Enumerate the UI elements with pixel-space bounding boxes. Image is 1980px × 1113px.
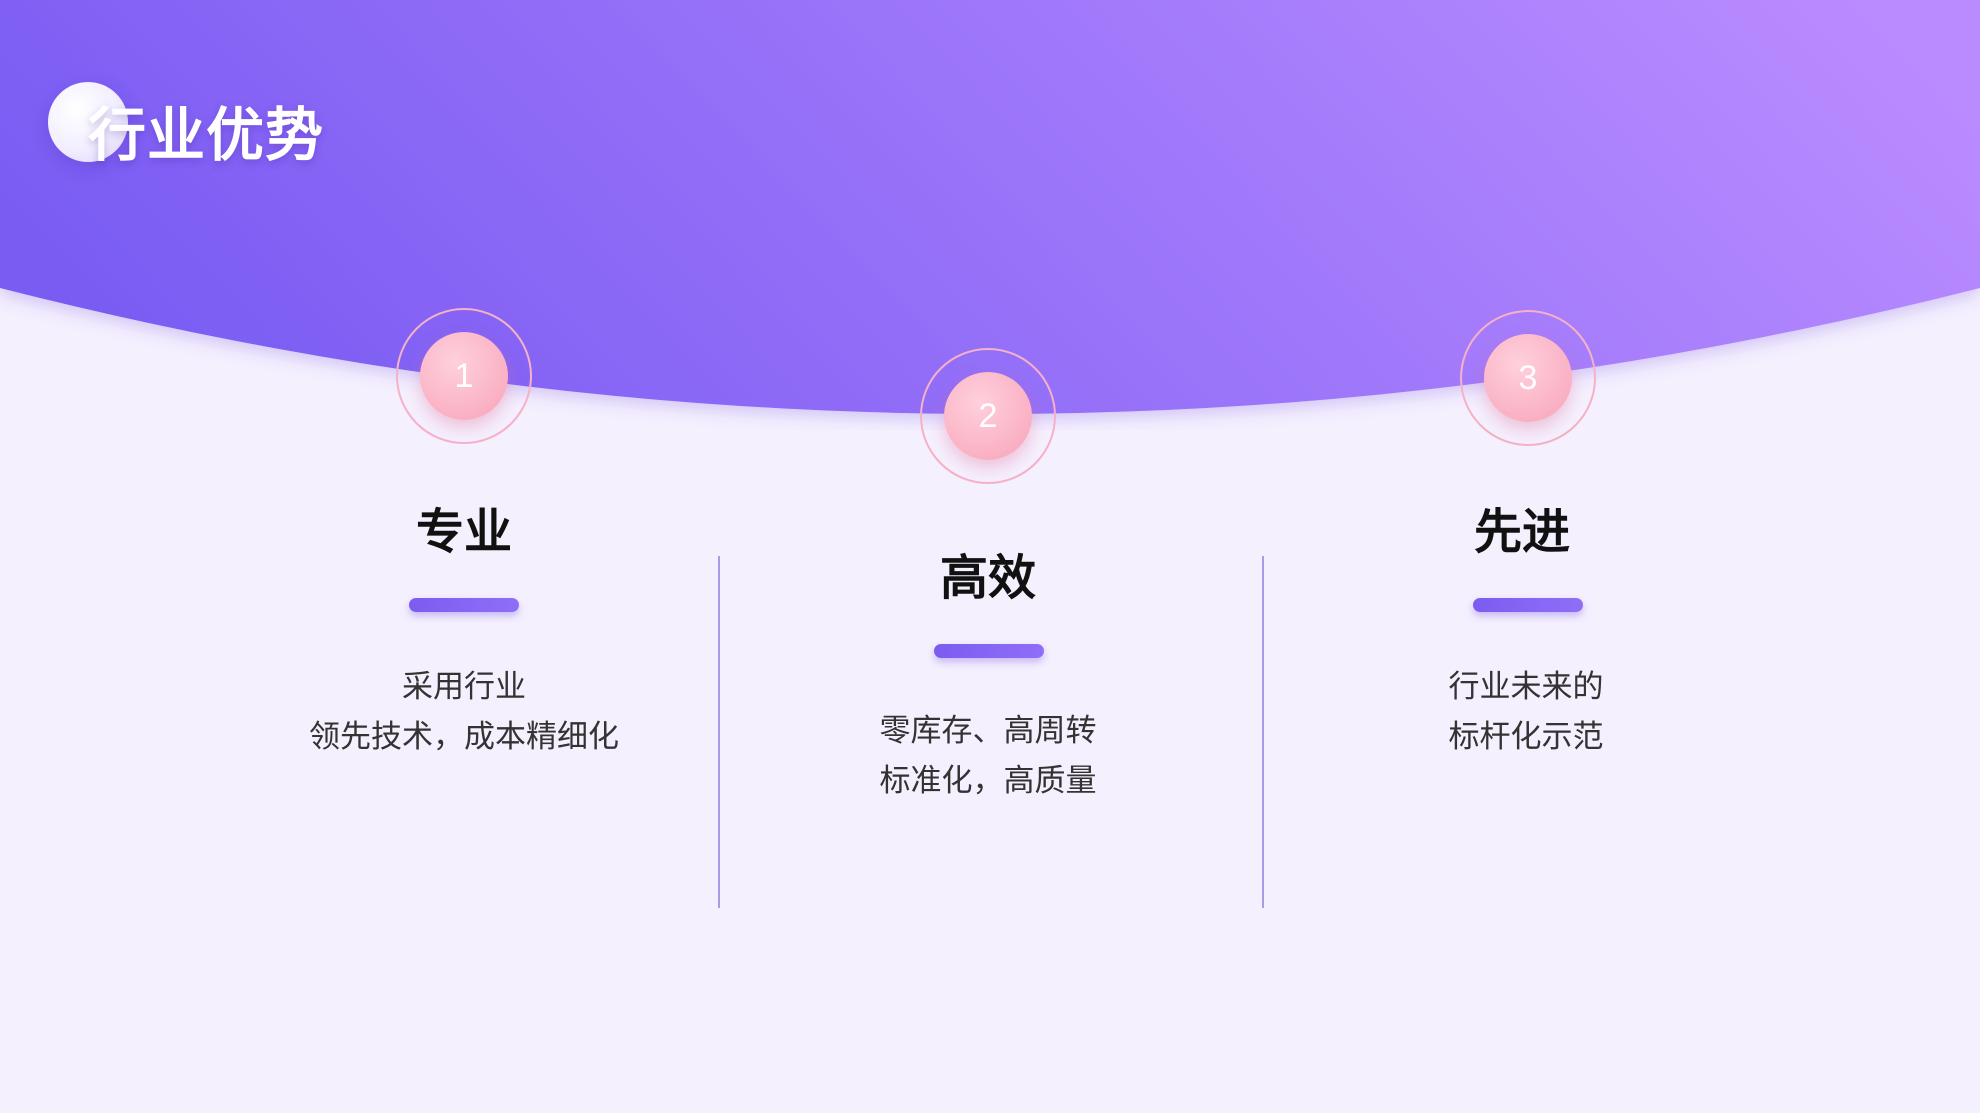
description-1: 采用行业 领先技术，成本精细化	[264, 662, 664, 762]
description-2-line-1: 零库存、高周转	[879, 713, 1097, 749]
heading-1: 专业	[415, 504, 512, 560]
description-3: 行业未来的 标杆化示范	[1326, 662, 1726, 762]
decorative-circle	[48, 82, 128, 162]
heading-3: 先进	[1473, 504, 1570, 560]
accent-bar-2	[934, 644, 1044, 658]
description-3-line-1: 行业未来的	[1448, 669, 1604, 705]
page-title: 行业优势	[88, 101, 325, 169]
badge-number-2: 2	[944, 372, 1032, 460]
badge-number-3: 3	[1484, 334, 1572, 422]
divider-1	[718, 556, 720, 908]
description-1-line-2: 领先技术，成本精细化	[309, 719, 619, 755]
description-2: 零库存、高周转 标准化，高质量	[788, 706, 1188, 806]
accent-bar-1	[409, 598, 519, 612]
description-2-line-2: 标准化，高质量	[879, 763, 1097, 799]
divider-2	[1262, 556, 1264, 908]
badge-2: 2	[920, 348, 1056, 484]
header-banner	[0, 0, 1980, 414]
description-1-line-1: 采用行业	[402, 669, 526, 705]
description-3-line-2: 标杆化示范	[1448, 719, 1604, 755]
badge-3: 3	[1460, 310, 1596, 446]
badge-1: 1	[396, 308, 532, 444]
heading-2: 高效	[939, 550, 1036, 606]
accent-bar-3	[1473, 598, 1583, 612]
badge-number-1: 1	[420, 332, 508, 420]
